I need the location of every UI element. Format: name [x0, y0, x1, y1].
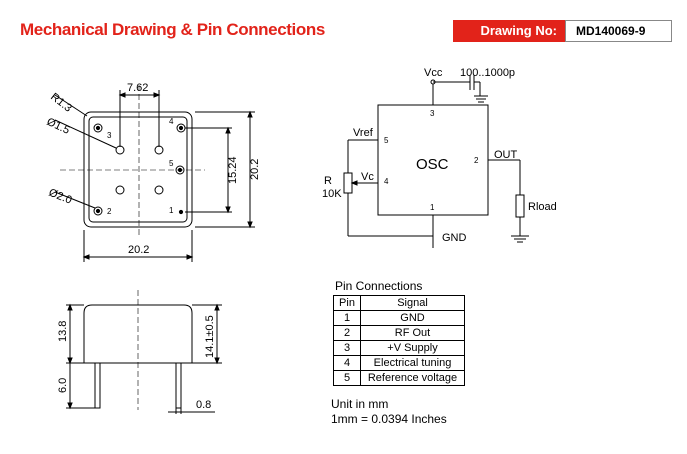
signal-cell: RF Out: [360, 325, 465, 341]
pin-cell: 3: [333, 340, 361, 356]
pin-1-pad: [178, 209, 184, 215]
dim-hole-label: Ø1.5: [45, 116, 72, 137]
osc-label: OSC: [416, 156, 449, 173]
pin-cell: 2: [333, 325, 361, 341]
page-title: Mechanical Drawing & Pin Connections: [20, 20, 325, 39]
pin-2-label: 2: [107, 207, 112, 216]
side-view: [66, 290, 222, 414]
osc-pin-5-label: 5: [384, 136, 389, 145]
dim-radius-label: R1.3: [48, 91, 74, 115]
out-label: OUT: [494, 149, 518, 161]
hole: [115, 185, 125, 195]
side-body: [83, 304, 193, 364]
drawing-no-value: MD140069-9: [565, 20, 672, 42]
pin-table-header: Pin Signal: [333, 295, 465, 311]
dim-body-height-label: 13.8: [57, 321, 69, 342]
signal-cell: Reference voltage: [360, 370, 465, 386]
pin-cell: 4: [333, 355, 361, 371]
osc-pin-3-label: 3: [430, 109, 435, 118]
vc-label: Vc: [361, 171, 374, 183]
signal-cell: +V Supply: [360, 340, 465, 356]
dim-pitch-label: 7.62: [127, 82, 148, 94]
dim-height-inner-label: 15.24: [227, 156, 239, 184]
pin-1-label: 1: [169, 206, 174, 215]
dim-width-label: 20.2: [128, 244, 149, 256]
pin-col-header: Pin: [333, 295, 361, 311]
pin-4-label: 4: [169, 117, 174, 126]
units-line-1: Unit in mm: [331, 397, 389, 411]
pin-3-pad: [93, 123, 103, 133]
package-outline: [83, 111, 193, 228]
side-leg-left: [94, 362, 101, 409]
schematic: [343, 75, 529, 248]
top-view: [54, 85, 255, 262]
gnd-label: GND: [442, 232, 467, 244]
signal-col-header: Signal: [360, 295, 465, 311]
vcc-label: Vcc: [424, 67, 443, 79]
capacitor-label: 100..1000p: [460, 67, 515, 79]
pin-2-pad: [93, 206, 103, 216]
pin-5-label: 5: [169, 159, 174, 168]
signal-cell: GND: [360, 310, 465, 326]
pin-cell: 5: [333, 370, 361, 386]
hole: [154, 185, 164, 195]
table-row: 3+V Supply: [333, 340, 465, 356]
osc-pin-2-label: 2: [474, 156, 479, 165]
side-leg-right: [175, 362, 182, 409]
osc-pin-1-label: 1: [430, 203, 435, 212]
dim-pin-width-label: 0.8: [196, 399, 211, 411]
signal-cell: Electrical tuning: [360, 355, 465, 371]
osc-pin-4-label: 4: [384, 177, 389, 186]
r-label: R: [324, 175, 332, 187]
units-line-2: 1mm = 0.0394 Inches: [331, 412, 447, 426]
rload-label: Rload: [528, 201, 557, 213]
hole: [154, 145, 164, 155]
vref-label: Vref: [353, 127, 374, 139]
hole: [115, 145, 125, 155]
dim-pin-diameter-label: Ø2.0: [47, 187, 74, 207]
pin-5-pad: [175, 165, 185, 175]
dim-height-outer-label: 20.2: [249, 159, 261, 180]
drawing-no-label: Drawing No:: [453, 20, 565, 42]
pin-cell: 1: [333, 310, 361, 326]
dim-leg-length-label: 6.0: [57, 378, 69, 393]
pin-table-title: Pin Connections: [335, 279, 423, 293]
pin-3-label: 3: [107, 131, 112, 140]
dim-total-height-label: 14.1±0.5: [204, 315, 216, 358]
r-value-label: 10K: [322, 188, 342, 200]
package-inner-outline: [88, 116, 188, 223]
